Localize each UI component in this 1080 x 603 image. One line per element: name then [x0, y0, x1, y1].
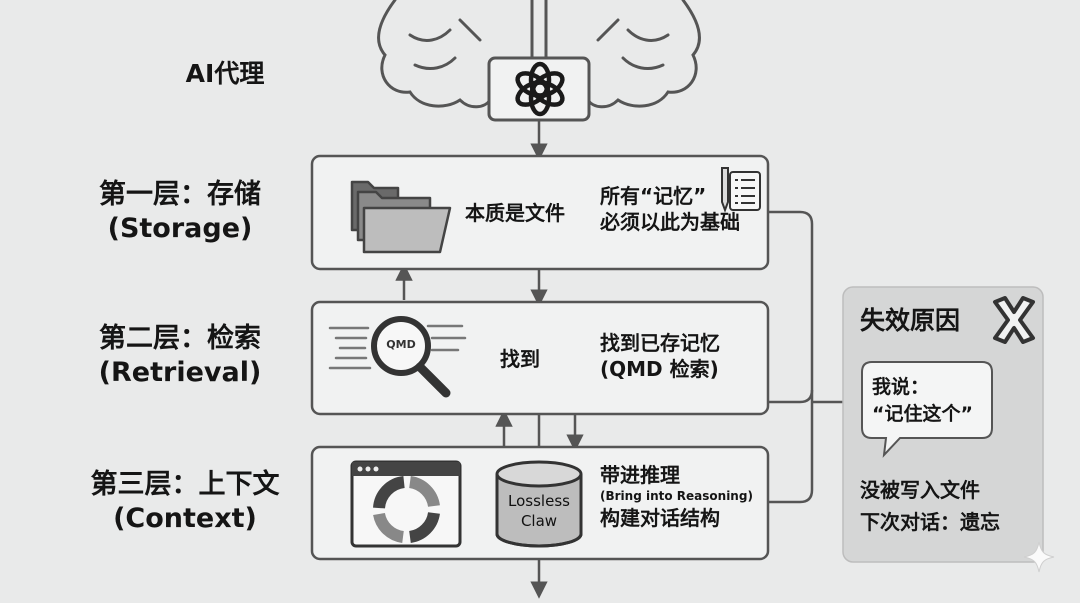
cylinder-label-line1: Lossless — [497, 492, 581, 512]
layer-3-subtitle: (Context) — [60, 502, 310, 536]
storage-description: 所有“记忆” 必须以此为基础 — [600, 183, 740, 236]
layer-2-subtitle: (Retrieval) — [60, 356, 300, 390]
retrieval-desc-line1: 找到已存记忆 — [600, 330, 720, 356]
bubble-line1: 我说： — [872, 374, 973, 401]
failure-line2: 下次对话：遗忘 — [860, 506, 1000, 538]
cylinder-label-line2: Claw — [497, 512, 581, 532]
layer-2-title: 第二层：检索 (Retrieval) — [60, 322, 300, 390]
context-desc-line1: 带进推理 — [600, 463, 753, 487]
qmd-icon-label: QMD — [383, 338, 419, 353]
layer-1-title: 第一层：存储 (Storage) — [60, 178, 300, 246]
failure-line1: 没被写入文件 — [860, 474, 1000, 506]
layer-3-title-text: 第三层：上下文 — [60, 468, 310, 502]
bracket-bottom — [768, 390, 812, 502]
agent-label: AI代理 — [170, 58, 280, 89]
layer-1-title-text: 第一层：存储 — [60, 178, 300, 212]
retrieval-find-text: 找到 — [500, 346, 540, 372]
layer-1-subtitle: (Storage) — [60, 212, 300, 246]
retrieval-description: 找到已存记忆 (QMD 检索) — [600, 330, 720, 383]
context-desc-line3: 构建对话结构 — [600, 506, 753, 530]
cylinder-label: Lossless Claw — [497, 492, 581, 531]
failure-title: 失效原因 — [860, 304, 960, 337]
storage-essence-text: 本质是文件 — [465, 200, 565, 226]
layer-2-title-text: 第二层：检索 — [60, 322, 300, 356]
browser-window-icon — [352, 462, 460, 546]
bracket-top — [768, 212, 812, 402]
storage-desc-line1: 所有“记忆” — [600, 183, 740, 209]
retrieval-desc-line2: (QMD 检索) — [600, 356, 720, 382]
bubble-line2: “记住这个” — [872, 401, 973, 428]
layer-3-title: 第三层：上下文 (Context) — [60, 468, 310, 536]
failure-result: 没被写入文件 下次对话：遗忘 — [860, 474, 1000, 538]
context-description: 带进推理 (Bring into Reasoning) 构建对话结构 — [600, 463, 753, 530]
storage-desc-line2: 必须以此为基础 — [600, 209, 740, 235]
context-desc-line2: (Bring into Reasoning) — [600, 489, 753, 503]
bubble-text: 我说： “记住这个” — [872, 374, 973, 427]
agent-box — [489, 58, 589, 120]
